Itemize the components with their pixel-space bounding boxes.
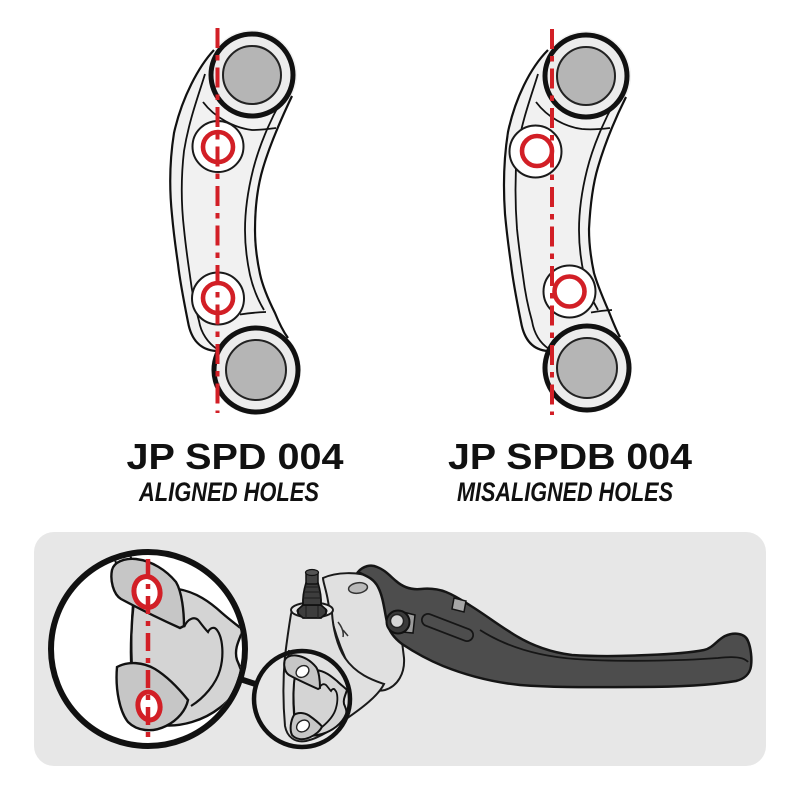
svg-text:JP SPDB 004: JP SPDB 004 [448, 436, 692, 477]
svg-text:MISALIGNED HOLES: MISALIGNED HOLES [457, 477, 673, 507]
svg-text:ALIGNED HOLES: ALIGNED HOLES [138, 477, 319, 507]
svg-text:JP SPD 004: JP SPD 004 [127, 436, 344, 477]
